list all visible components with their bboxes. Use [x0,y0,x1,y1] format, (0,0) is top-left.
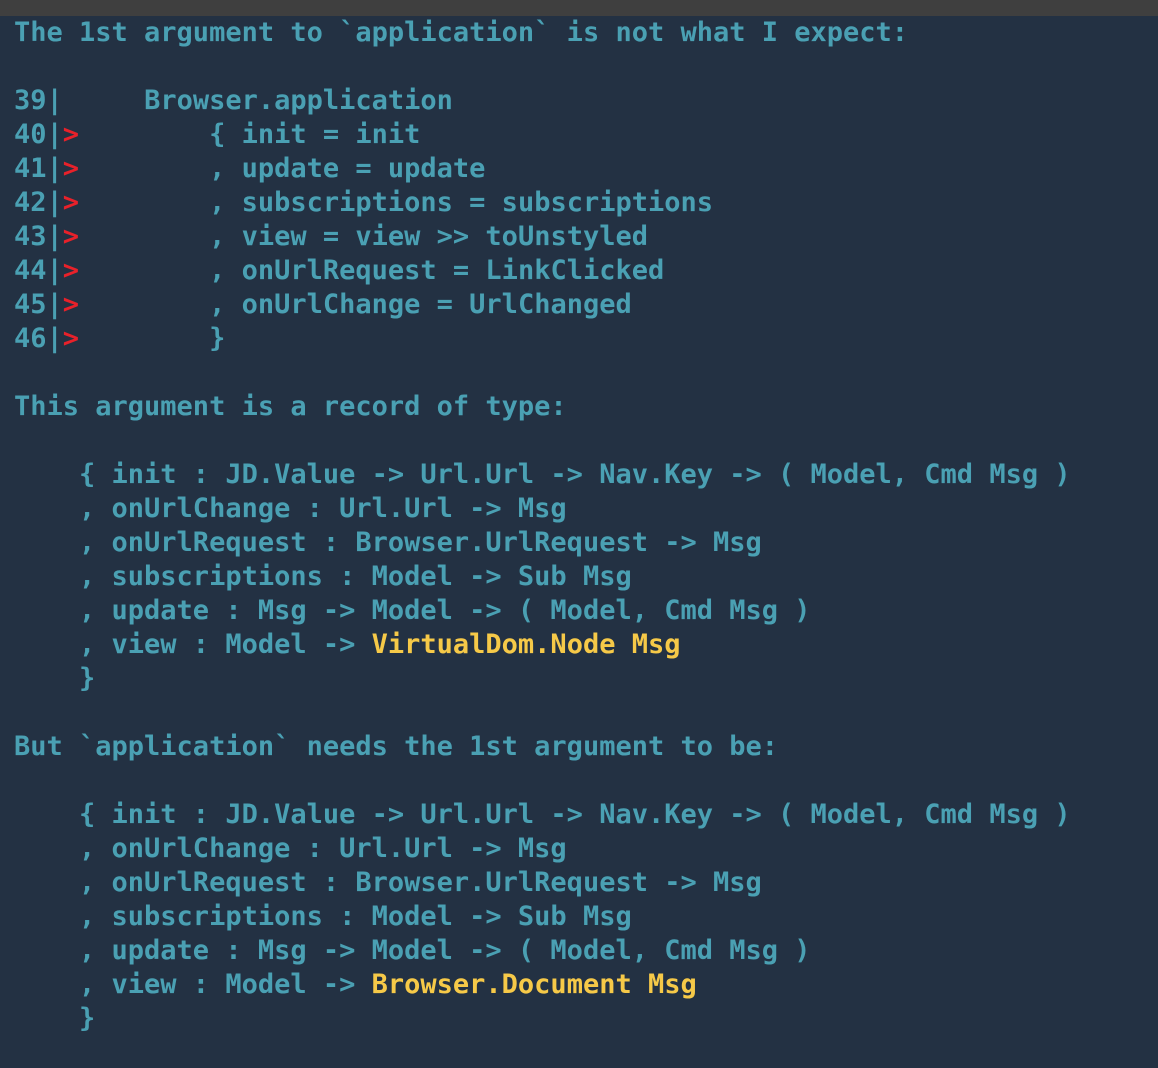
code-line: 44|> , onUrlRequest = LinkClicked [14,254,1158,288]
line-number: 43 [14,221,47,252]
error-marker-icon: > [62,255,80,286]
type-line: , update : Msg -> Model -> ( Model, Cmd … [14,594,1158,628]
type-line: { init : JD.Value -> Url.Url -> Nav.Key … [14,798,1158,832]
type-text: , onUrlRequest : Browser.UrlRequest -> M… [14,867,762,898]
line-number: 42 [14,187,47,218]
type-line: , onUrlChange : Url.Url -> Msg [14,832,1158,866]
type-text: } [14,663,96,694]
code-line: 40|> { init = init [14,118,1158,152]
gutter-bar: | [46,119,63,150]
gutter-bar: | [46,289,63,320]
type-line: , subscriptions : Model -> Sub Msg [14,560,1158,594]
error-marker-icon: > [62,323,80,354]
code-text: , view = view >> toUnstyled [79,221,648,252]
expected-type-block: { init : JD.Value -> Url.Url -> Nav.Key … [14,798,1158,1036]
code-line: 39| Browser.application [14,84,1158,118]
type-text: , onUrlChange : Url.Url -> Msg [14,833,567,864]
blank-line [14,356,1158,390]
type-text: , subscriptions : Model -> Sub Msg [14,561,632,592]
type-text: , update : Msg -> Model -> ( Model, Cmd … [14,595,811,626]
code-line: 41|> , update = update [14,152,1158,186]
line-number: 39 [14,85,47,116]
code-excerpt: 39| Browser.application 40|> { init = in… [14,84,1158,356]
type-text: , view : Model -> [14,629,372,660]
code-line: 42|> , subscriptions = subscriptions [14,186,1158,220]
type-highlight: Browser.Document Msg [371,969,697,1000]
blank-line [14,696,1158,730]
code-text: , update = update [79,153,486,184]
type-line: , onUrlChange : Url.Url -> Msg [14,492,1158,526]
line-number: 40 [14,119,47,150]
type-text: } [14,1003,96,1034]
actual-type-heading: This argument is a record of type: [14,391,567,422]
line-number: 44 [14,255,47,286]
actual-type-block: { init : JD.Value -> Url.Url -> Nav.Key … [14,458,1158,696]
type-text: , subscriptions : Model -> Sub Msg [14,901,632,932]
code-line: 45|> , onUrlChange = UrlChanged [14,288,1158,322]
code-text: , subscriptions = subscriptions [79,187,714,218]
code-text: Browser.application [79,85,453,116]
error-heading: The 1st argument to `application` is not… [14,17,909,48]
line-number: 46 [14,323,47,354]
type-line: } [14,1002,1158,1036]
error-marker-icon: > [62,119,80,150]
blank-line [14,424,1158,458]
gutter-bar: | [46,85,63,116]
gutter-bar: | [46,187,63,218]
code-line: 46|> } [14,322,1158,356]
gutter-bar: | [46,323,63,354]
code-line: 43|> , view = view >> toUnstyled [14,220,1158,254]
line-number: 45 [14,289,47,320]
error-marker-icon: > [62,187,80,218]
type-line: { init : JD.Value -> Url.Url -> Nav.Key … [14,458,1158,492]
window-top-strip [0,0,1158,16]
type-text: , update : Msg -> Model -> ( Model, Cmd … [14,935,811,966]
type-line: , subscriptions : Model -> Sub Msg [14,900,1158,934]
blank-line [14,764,1158,798]
code-text: { init = init [79,119,421,150]
type-line: , view : Model -> VirtualDom.Node Msg [14,628,1158,662]
code-text: , onUrlRequest = LinkClicked [79,255,665,286]
code-text: , onUrlChange = UrlChanged [79,289,632,320]
error-marker-icon: > [62,153,80,184]
type-text: , onUrlChange : Url.Url -> Msg [14,493,567,524]
error-marker-icon [63,85,79,116]
type-text: , view : Model -> [14,969,372,1000]
type-text: { init : JD.Value -> Url.Url -> Nav.Key … [14,799,1071,830]
type-line: , onUrlRequest : Browser.UrlRequest -> M… [14,866,1158,900]
type-line: } [14,662,1158,696]
type-text: { init : JD.Value -> Url.Url -> Nav.Key … [14,459,1071,490]
error-marker-icon: > [62,289,80,320]
type-text: , onUrlRequest : Browser.UrlRequest -> M… [14,527,762,558]
type-line: , onUrlRequest : Browser.UrlRequest -> M… [14,526,1158,560]
gutter-bar: | [46,255,63,286]
line-number: 41 [14,153,47,184]
expected-type-heading: But `application` needs the 1st argument… [14,731,779,762]
gutter-bar: | [46,153,63,184]
compiler-error-output: The 1st argument to `application` is not… [0,16,1158,1068]
error-marker-icon: > [62,221,80,252]
gutter-bar: | [46,221,63,252]
type-highlight: VirtualDom.Node Msg [371,629,681,660]
blank-line [14,50,1158,84]
code-text: } [79,323,226,354]
type-line: , view : Model -> Browser.Document Msg [14,968,1158,1002]
type-line: , update : Msg -> Model -> ( Model, Cmd … [14,934,1158,968]
